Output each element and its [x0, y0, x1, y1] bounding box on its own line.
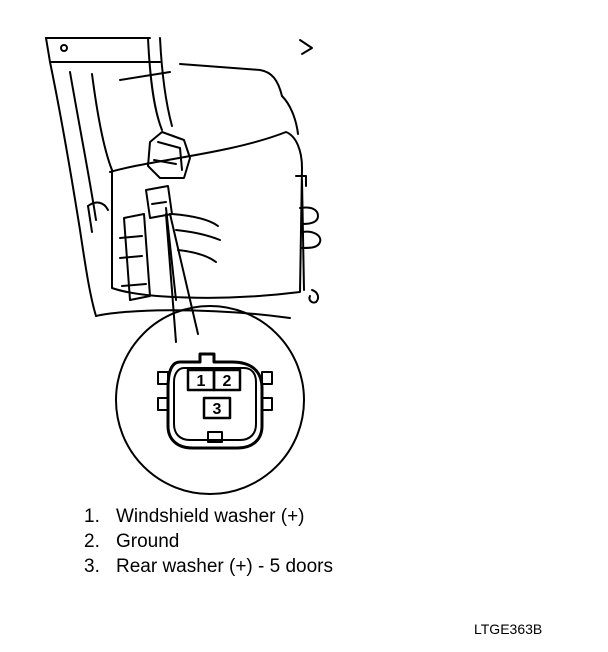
legend-item: 1. Windshield washer (+) [84, 504, 333, 529]
body-panel [45, 37, 313, 317]
pin-3-label: 3 [213, 401, 222, 418]
legend-number: 1. [84, 506, 100, 527]
callout-leader [165, 213, 199, 343]
callout-circle [115, 305, 305, 495]
pin-legend: 1. Windshield washer (+) 2. Ground 3. Re… [84, 504, 333, 579]
pin-1-label: 1 [197, 373, 206, 390]
legend-item: 3. Rear washer (+) - 5 doors [84, 554, 333, 579]
washer-reservoir [95, 95, 322, 319]
legend-text: Windshield washer (+) [116, 506, 305, 527]
legend-number: 2. [84, 531, 100, 552]
pin-2-cavity: 2 [212, 368, 242, 392]
legend-item: 2. Ground [84, 529, 333, 554]
washer-reservoir-connector-diagram: 1 2 3 [45, 37, 322, 495]
pin-3-cavity: 3 [202, 396, 232, 420]
connector-face [157, 352, 273, 450]
pin-2-label: 2 [223, 373, 232, 390]
washer-pump [87, 185, 221, 301]
legend-text: Ground [116, 531, 180, 552]
wiring-harness [147, 37, 191, 179]
figure-id: LTGE363B [474, 621, 543, 637]
legend-number: 3. [84, 556, 100, 577]
legend-text: Rear washer (+) - 5 doors [116, 556, 333, 577]
pin-1-cavity: 1 [186, 368, 216, 392]
